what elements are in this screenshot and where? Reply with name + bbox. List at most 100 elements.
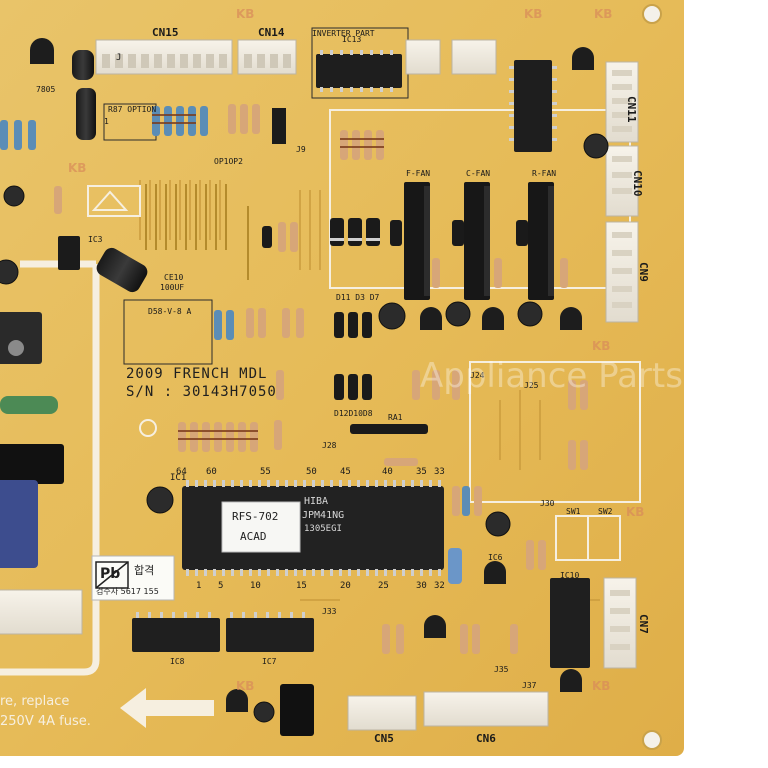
connector-left-bottom (0, 589, 83, 635)
svg-text:CN15: CN15 (152, 26, 179, 39)
svg-text:20: 20 (340, 581, 351, 591)
ic8 (132, 618, 220, 652)
power-resistor (0, 396, 58, 414)
svg-text:CN6: CN6 (476, 732, 496, 745)
svg-text:J33: J33 (322, 607, 337, 616)
svg-text:CN11: CN11 (625, 96, 638, 123)
connector-cn15 (95, 39, 233, 75)
recycle-icon (87, 185, 141, 217)
svg-text:IC8: IC8 (170, 657, 185, 666)
ic-dip-right (509, 60, 557, 152)
pb-sticker (91, 555, 175, 601)
svg-text:C-FAN: C-FAN (466, 169, 490, 178)
connector-cn12 (405, 39, 497, 75)
svg-text:45: 45 (340, 467, 351, 477)
sticker-part-number: RFS-702 (232, 510, 279, 523)
ic1-sticker (221, 501, 301, 553)
capacitor-ce11 (76, 88, 96, 140)
svg-text:J24: J24 (470, 371, 485, 380)
svg-text:KB: KB (594, 7, 612, 21)
svg-text:INVERTER PART: INVERTER PART (312, 29, 375, 38)
svg-text:IC13: IC13 (342, 35, 361, 44)
svg-text:IC7: IC7 (262, 657, 277, 666)
fan-driver-rfan (528, 182, 554, 300)
svg-text:1: 1 (104, 117, 109, 126)
svg-text:30: 30 (416, 581, 427, 591)
svg-text:J28: J28 (322, 441, 337, 450)
svg-text:55: 55 (260, 467, 271, 477)
sticker-revision: ACAD (240, 530, 267, 543)
svg-text:OP1OP2: OP1OP2 (214, 157, 243, 166)
resistor-bank (0, 104, 588, 654)
svg-text:IC6: IC6 (488, 553, 503, 562)
board-serial-label: S/N : 30143H7050 (126, 384, 277, 400)
fan-driver-ffan (404, 182, 430, 300)
svg-text:CE10: CE10 (164, 273, 183, 282)
connector-cn5 (347, 695, 417, 731)
svg-text:SW1: SW1 (566, 507, 581, 516)
svg-text:J25: J25 (524, 381, 539, 390)
svg-text:KB: KB (592, 679, 610, 693)
svg-text:J: J (116, 53, 121, 63)
svg-text:CN9: CN9 (637, 262, 650, 282)
svg-text:CN5: CN5 (374, 732, 394, 745)
ic10 (550, 578, 590, 668)
svg-text:5: 5 (218, 581, 223, 591)
arrow-icon (120, 688, 214, 728)
svg-text:KB: KB (592, 339, 610, 353)
svg-text:IC10: IC10 (560, 571, 579, 580)
svg-text:60: 60 (206, 467, 217, 477)
inspector-label: 검수자 5617 155 (96, 587, 159, 596)
svg-text:J35: J35 (494, 665, 509, 674)
svg-text:RA1: RA1 (388, 413, 403, 422)
svg-text:1: 1 (196, 581, 201, 591)
svg-text:IC1: IC1 (170, 473, 186, 483)
resistor-network-ra1 (350, 424, 428, 434)
film-capacitor (0, 480, 38, 568)
svg-text:CN14: CN14 (258, 26, 285, 39)
svg-text:7805: 7805 (36, 85, 55, 94)
svg-text:CN7: CN7 (637, 614, 650, 634)
svg-text:R-FAN: R-FAN (532, 169, 556, 178)
ic7 (226, 618, 314, 652)
svg-text:D12D10D8: D12D10D8 (334, 409, 373, 418)
svg-text:SW2: SW2 (598, 507, 613, 516)
connector-cn14 (237, 39, 297, 75)
svg-text:64: 64 (176, 467, 187, 477)
svg-text:R87 OPTION: R87 OPTION (108, 105, 156, 114)
svg-text:15: 15 (296, 581, 307, 591)
svg-text:40: 40 (382, 467, 393, 477)
svg-text:25: 25 (378, 581, 389, 591)
ic1-lot-code: 1305EGI (304, 524, 342, 534)
svg-text:KB: KB (524, 7, 542, 21)
pb-mark: Pb (100, 566, 121, 582)
svg-text:35: 35 (416, 467, 427, 477)
svg-text:50: 50 (306, 467, 317, 477)
voltage-regulator (0, 312, 42, 364)
ic1-part-number: JPM41NG (302, 510, 345, 521)
svg-text:D58-V-8 A: D58-V-8 A (148, 307, 192, 316)
ic1-brand: HIBA (304, 496, 329, 507)
ic13-inverter (316, 50, 402, 92)
svg-text:D11 D3 D7: D11 D3 D7 (336, 293, 380, 302)
svg-text:J37: J37 (522, 681, 537, 690)
fuse-warning-line-2: 250V 4A fuse. (0, 714, 91, 729)
relay-block (0, 444, 64, 484)
svg-text:F-FAN: F-FAN (406, 169, 430, 178)
regulator-bottom (280, 684, 314, 736)
svg-text:KB: KB (236, 7, 254, 21)
svg-text:100UF: 100UF (160, 283, 184, 292)
capacitor-ce10 (96, 247, 148, 293)
fuse-warning-line-1: re, replace (0, 694, 70, 709)
svg-text:33: 33 (434, 467, 445, 477)
watermark: Appliance Parts (420, 356, 683, 396)
svg-text:IC3: IC3 (88, 235, 103, 244)
svg-text:J30: J30 (540, 499, 555, 508)
svg-text:CN10: CN10 (631, 170, 644, 197)
fan-driver-cfan (464, 182, 490, 300)
connector-cn6 (423, 691, 549, 727)
svg-text:10: 10 (250, 581, 261, 591)
svg-text:KB: KB (236, 679, 254, 693)
